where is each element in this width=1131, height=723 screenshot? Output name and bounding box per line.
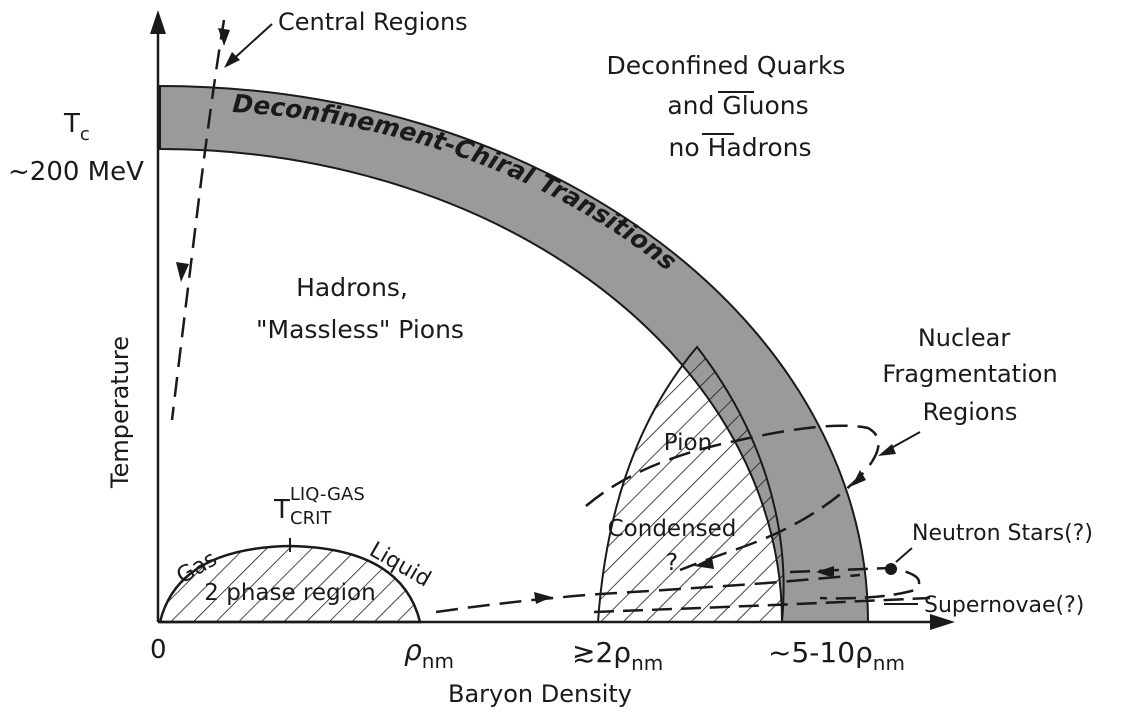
nuclear-label-3: Regions <box>923 398 1018 426</box>
tc-label: Tc <box>63 109 90 145</box>
neutron-star-arrowhead <box>816 566 834 578</box>
hadrons-label-2: "Massless" Pions <box>256 315 464 344</box>
central-regions-trajectory <box>170 19 226 421</box>
pion-condensed-region <box>596 345 785 623</box>
rho-nm-label: ρnm <box>404 634 454 673</box>
fragmentation-arrowhead <box>694 557 714 569</box>
condensed-label: Condensed <box>608 516 737 542</box>
central-pointer-arrowhead <box>224 52 240 68</box>
deconfined-label-2: and Gluons <box>667 91 808 120</box>
y-axis-arrow <box>150 10 166 34</box>
tc-value-label: ~200 MeV <box>8 157 144 187</box>
fragmentation-loop <box>585 424 880 572</box>
neutron-star-path <box>789 566 921 600</box>
y-axis-label: Temperature <box>106 336 134 489</box>
neutron-stars-label: Neutron Stars(?) <box>912 521 1093 546</box>
x-axis-label: Baryon Density <box>448 680 632 708</box>
neutron-star-dot <box>885 563 897 575</box>
central-arrowhead-mid <box>176 262 189 282</box>
tcrit-label: TLIQ-GAS <box>273 484 365 525</box>
condensed-q-label: ? <box>666 550 678 576</box>
deconfined-label-1: Deconfined Quarks <box>607 51 846 80</box>
compression-arrowhead <box>534 592 552 604</box>
two-phase-label: 2 phase region <box>204 580 375 606</box>
pion-label: Pion <box>664 430 712 456</box>
supernova-path <box>593 596 931 614</box>
rho-2nm-label: ≳2ρnm <box>572 636 663 675</box>
deconfined-label-3: no Hadrons <box>669 133 812 162</box>
nuclear-label-1: Nuclear <box>918 324 1011 352</box>
neutron-stars-pointer <box>895 547 913 563</box>
compression-path <box>435 573 861 614</box>
nuclear-pointer-arrowhead <box>878 444 896 456</box>
central-regions-label: Central Regions <box>278 8 468 36</box>
origin-label: 0 <box>150 635 167 665</box>
hadrons-label-1: Hadrons, <box>296 273 408 302</box>
nuclear-label-2: Fragmentation <box>882 360 1057 388</box>
rho-5-10-label: ~5-10ρnm <box>768 636 905 675</box>
x-axis-arrow <box>930 614 955 630</box>
supernovae-label: Supernovae(?) <box>924 593 1084 618</box>
central-arrowhead-top <box>218 28 230 46</box>
tcrit-sub-label: CRIT <box>290 508 332 529</box>
fragmentation-arrowhead-right <box>852 470 866 486</box>
